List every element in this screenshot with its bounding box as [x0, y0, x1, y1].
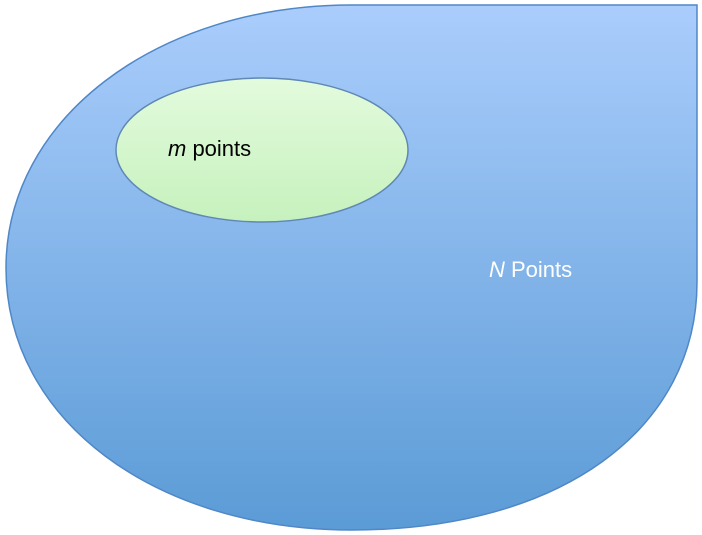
outer-set-variable: N	[489, 257, 505, 282]
inner-set-variable: m	[168, 136, 187, 161]
inner-set-label: m points	[168, 138, 251, 160]
inner-set-ellipse	[115, 77, 409, 223]
outer-set-label: N Points	[489, 259, 572, 281]
outer-set-shape	[5, 4, 698, 531]
outer-set-text: Points	[504, 257, 573, 282]
inner-set-text: points	[186, 136, 252, 161]
